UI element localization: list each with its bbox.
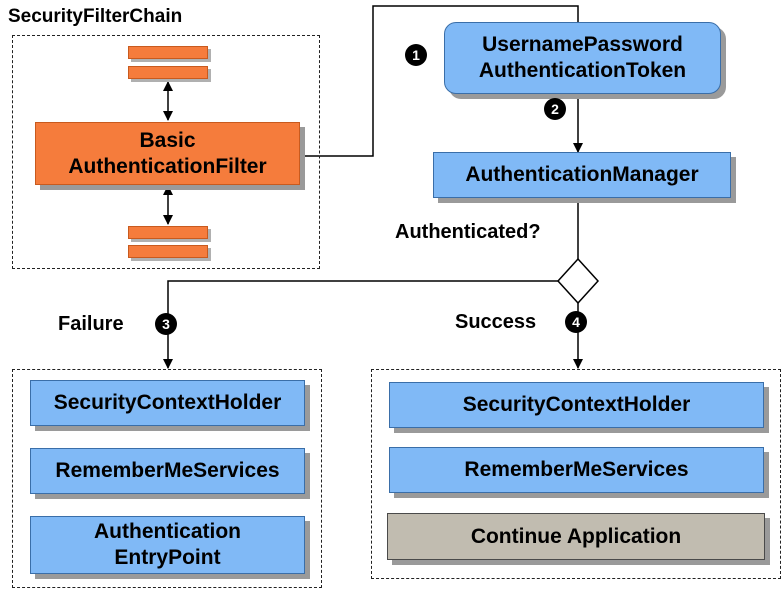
filter-bar [128, 226, 208, 239]
failure-remember-me-services[interactable]: RememberMeServices [30, 448, 305, 494]
step-badge-2: 2 [544, 98, 566, 120]
decision-label: Authenticated? [395, 221, 541, 243]
filter-chain-container [12, 35, 320, 269]
arrow-failure [163, 280, 558, 369]
authentication-entry-point[interactable]: Authentication EntryPoint [30, 516, 305, 574]
filter-bar [128, 245, 208, 258]
success-security-context-holder[interactable]: SecurityContextHolder [389, 382, 764, 428]
token-label-line1: UsernamePassword [482, 33, 683, 56]
entry-point-line2: EntryPoint [114, 546, 221, 569]
basic-authentication-filter[interactable]: Basic AuthenticationFilter [35, 122, 300, 185]
filter-label-line1: Basic [139, 128, 196, 152]
authentication-token[interactable]: UsernamePassword AuthenticationToken [444, 22, 721, 94]
step-badge-4: 4 [565, 311, 587, 333]
success-remember-me-services[interactable]: RememberMeServices [389, 447, 764, 493]
success-container [371, 369, 781, 579]
entry-point-line1: Authentication [94, 520, 241, 543]
success-label: Success [455, 311, 537, 333]
step-badge-3: 3 [155, 313, 177, 335]
line-filter-to-token [300, 5, 579, 157]
failure-container [12, 369, 322, 588]
authentication-manager[interactable]: AuthenticationManager [433, 152, 731, 198]
token-label-line2: AuthenticationToken [478, 59, 687, 82]
failure-label: Failure [58, 313, 124, 335]
decision-diamond [556, 257, 600, 305]
step-badge-1: 1 [405, 44, 427, 66]
failure-security-context-holder[interactable]: SecurityContextHolder [30, 380, 305, 426]
continue-application[interactable]: Continue Application [387, 513, 765, 560]
filter-bar [128, 66, 208, 79]
filter-bar [128, 46, 208, 59]
filter-label-line2: AuthenticationFilter [68, 154, 267, 178]
chain-title: SecurityFilterChain [8, 6, 183, 27]
